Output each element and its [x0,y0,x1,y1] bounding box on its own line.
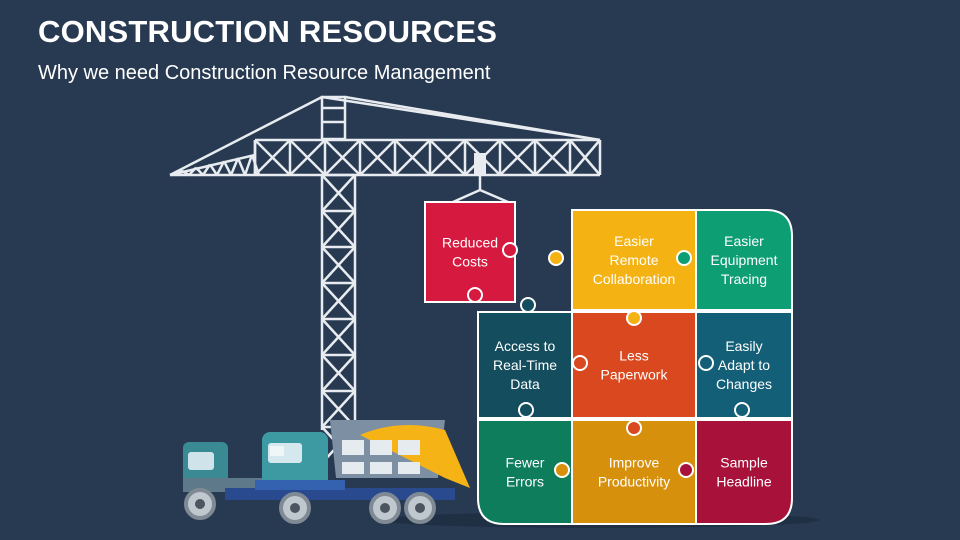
puzzle-knob [626,310,642,326]
puzzle-piece-label: Equipment [711,252,778,268]
puzzle-piece-label: Less [619,348,649,364]
puzzle-piece-label: Paperwork [601,367,669,383]
puzzle-knob [698,355,714,371]
crane-mast [320,95,347,141]
puzzle-piece-label: Real-Time [493,357,557,373]
puzzle-knob [518,402,534,418]
puzzle-piece-label: Changes [716,376,772,392]
puzzle-grid: ReducedCostsEasierRemoteCollaborationEas… [423,200,794,525]
puzzle-piece-label: Adapt to [718,357,770,373]
puzzle-piece-label: Reduced [442,235,498,251]
puzzle-piece-label: Sample [720,455,768,471]
puzzle-piece-shape [695,418,794,525]
puzzle-piece-label: Costs [452,254,488,270]
puzzle-piece-label: Easier [724,233,764,249]
puzzle-piece-label: Headline [716,474,771,490]
puzzle-piece-label: Data [510,376,540,392]
puzzle-piece-label: Errors [506,474,544,490]
dump-truck-icon [183,420,470,524]
puzzle-knob [676,250,692,266]
puzzle-knob [520,297,536,313]
puzzle-piece-label: Fewer [506,455,545,471]
puzzle-piece-shape [695,209,794,311]
puzzle-piece-label: Easier [614,233,654,249]
crane-counter-jib [169,153,261,177]
puzzle-piece-label: Improve [609,455,660,471]
puzzle-piece-label: Productivity [598,474,670,490]
puzzle-knob [572,355,588,371]
puzzle-knob [502,242,518,258]
puzzle-piece-label: Collaboration [593,271,676,287]
crane-jib [253,138,602,177]
puzzle-knob [554,462,570,478]
slide-title: CONSTRUCTION RESOURCES [38,14,498,49]
puzzle-piece-label: Easily [725,338,762,354]
puzzle-piece-shape [695,310,794,419]
puzzle-piece-shape [423,200,516,303]
puzzle-knob [548,250,564,266]
puzzle-knob [626,420,642,436]
puzzle-piece-label: Tracing [721,271,767,287]
puzzle-piece-shape [570,310,697,419]
crane-tower [320,173,357,464]
puzzle-knob [734,402,750,418]
puzzle-piece-label: Remote [609,252,658,268]
puzzle-piece-label: Access to [495,338,556,354]
crane-trolley [474,153,486,175]
puzzle-knob [467,287,483,303]
slide-subtitle: Why we need Construction Resource Manage… [38,62,491,84]
crane-icon [169,95,602,464]
puzzle-knob [678,462,694,478]
